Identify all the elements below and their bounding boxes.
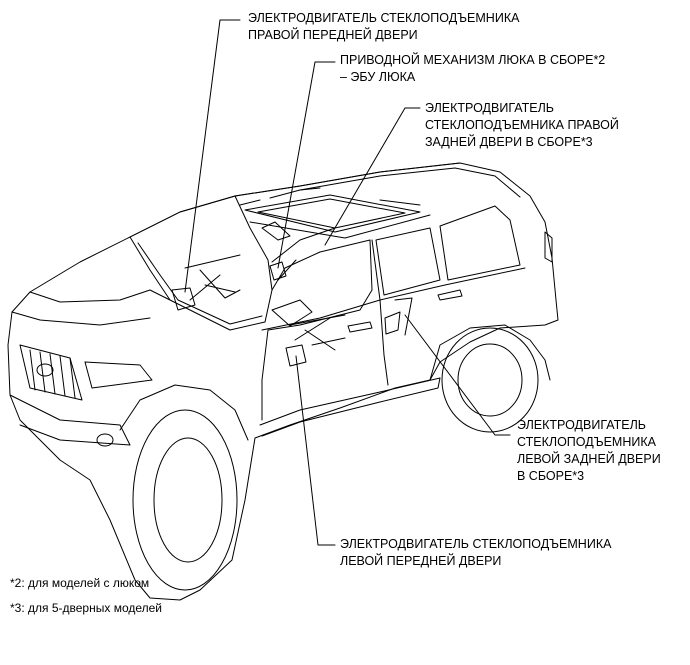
callout-line: – ЭБУ ЛЮКА — [340, 70, 416, 84]
rear-left-regulator — [384, 297, 413, 336]
callout-line: ЭЛЕКТРОДВИГАТЕЛЬ — [425, 101, 554, 115]
vehicle-body — [7, 162, 559, 601]
sunroof-assembly — [239, 187, 431, 241]
rear-right-regulator — [269, 227, 336, 281]
callout-line: В СБОРЕ*3 — [517, 469, 585, 483]
footnote-sunroof: *2: для моделей с люком — [10, 576, 150, 590]
leader-rear-right — [324, 107, 421, 246]
callout-sunroof-drive: ПРИВОДНОЙ МЕХАНИЗМ ЛЮКА В СБОРЕ*2 – ЭБУ … — [340, 52, 605, 86]
callout-line: ЛЕВОЙ ЗАДНЕЙ ДВЕРИ — [517, 452, 661, 466]
callout-line: ЭЛЕКТРОДВИГАТЕЛЬ — [517, 418, 646, 432]
callout-front-left-motor: ЭЛЕКТРОДВИГАТЕЛЬ СТЕКЛОПОДЪЕМНИКА ЛЕВОЙ … — [340, 536, 611, 570]
leader-rear-left — [404, 314, 511, 436]
callout-rear-right-motor: ЭЛЕКТРОДВИГАТЕЛЬ СТЕКЛОПОДЪЕМНИКА ПРАВОЙ… — [425, 100, 619, 151]
callout-line: СТЕКЛОПОДЪЕМНИКА ПРАВОЙ — [425, 118, 619, 132]
callout-line: ПРИВОДНОЙ МЕХАНИЗМ ЛЮКА В СБОРЕ*2 — [340, 53, 606, 67]
callout-rear-left-motor: ЭЛЕКТРОДВИГАТЕЛЬ СТЕКЛОПОДЪЕМНИКА ЛЕВОЙ … — [517, 417, 661, 485]
callout-line: ЗАДНЕЙ ДВЕРИ В СБОРЕ*3 — [425, 135, 593, 149]
callout-line: ЭЛЕКТРОДВИГАТЕЛЬ СТЕКЛОПОДЪЕМНИКА — [248, 11, 520, 25]
callout-line: СТЕКЛОПОДЪЕМНИКА — [517, 435, 656, 449]
leader-sunroof — [277, 61, 336, 269]
front-left-regulator — [285, 314, 346, 367]
callout-line: ЛЕВОЙ ПЕРЕДНЕЙ ДВЕРИ — [340, 554, 502, 568]
callout-line: ЭЛЕКТРОДВИГАТЕЛЬ СТЕКЛОПОДЪЕМНИКА — [340, 537, 612, 551]
callout-front-right-motor: ЭЛЕКТРОДВИГАТЕЛЬ СТЕКЛОПОДЪЕМНИКА ПРАВОЙ… — [248, 10, 519, 44]
front-right-regulator — [171, 254, 241, 311]
leader-front-left — [295, 355, 336, 546]
callout-line: ПРАВОЙ ПЕРЕДНЕЙ ДВЕРИ — [248, 28, 418, 42]
leader-front-right — [184, 19, 241, 293]
leader-lines — [184, 19, 511, 546]
footnote-five-door: *3: для 5-дверных моделей — [10, 601, 163, 615]
